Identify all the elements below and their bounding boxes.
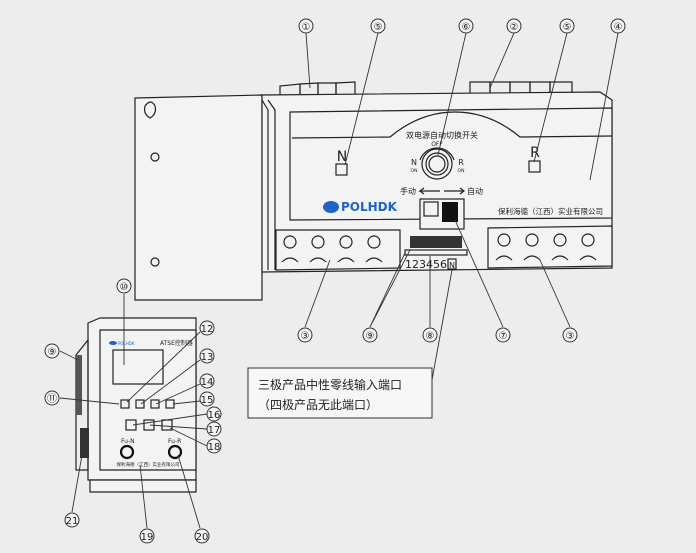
callout-3: ③	[297, 327, 313, 343]
mounting-hole	[143, 101, 157, 119]
note-box	[247, 367, 433, 419]
n-label: N	[337, 149, 347, 165]
svg-text:⑨: ⑨	[366, 331, 375, 342]
callouts: ① ⑤ ⑥ ② ⑤ ④ ③ ⑨ ⑧ ⑦ ③ ⑩ ⑨ ⑪ 12 13 14 15 …	[44, 18, 626, 544]
callout-18: 18	[206, 438, 222, 454]
svg-text:17: 17	[208, 425, 221, 436]
callout-4: ④	[610, 18, 626, 34]
button-13[interactable]	[135, 399, 145, 409]
callout-19: 19	[139, 528, 155, 544]
svg-text:④: ④	[614, 22, 623, 33]
controller-logo	[109, 341, 117, 345]
callout-11: ⑪	[44, 390, 60, 406]
callout-7: ⑦	[495, 327, 511, 343]
screw-hole	[150, 257, 160, 267]
polhdk-logo: POLHDK	[323, 200, 398, 214]
callout-5: ⑤	[370, 18, 386, 34]
svg-text:⑩: ⑩	[120, 282, 129, 293]
front-panel	[289, 107, 613, 221]
atse-switch: 双电源自动切换开关 N R OFF N ON R ON 手动 自动 POLHDK	[134, 81, 613, 301]
manual-label: 手动	[400, 186, 416, 196]
svg-text:⑤: ⑤	[374, 22, 383, 33]
callout-1: ①	[298, 18, 314, 34]
controller-front	[99, 329, 197, 471]
callout-12: 12	[199, 320, 215, 336]
terminal-block-left	[275, 229, 401, 271]
svg-text:21: 21	[66, 516, 79, 527]
callout-9: ⑨	[362, 327, 378, 343]
svg-text:13: 13	[201, 352, 214, 363]
selector-knob[interactable]	[419, 147, 455, 180]
svg-text:⑪: ⑪	[47, 393, 57, 405]
mounting-plate	[134, 94, 263, 301]
controller-connector-top	[76, 355, 82, 415]
auto-label: 自动	[467, 186, 483, 196]
signal-connector	[410, 236, 462, 248]
knob-n-on: ON	[411, 168, 418, 174]
callout-8: ⑧	[422, 327, 438, 343]
callout-2: ②	[506, 18, 522, 34]
controller-connector-bottom	[80, 428, 89, 458]
svg-text:⑧: ⑧	[426, 331, 435, 342]
controller-brand: POLHDK	[118, 341, 135, 346]
atse-controller: POLHDK ATSE控制器 Fu-N Fu-R 保利海德（江西）实业有限公司	[75, 317, 197, 493]
callout-9: ⑨	[44, 343, 60, 359]
knob-off-label: OFF	[431, 141, 443, 148]
knob-r-on: ON	[458, 168, 465, 174]
svg-text:15: 15	[201, 395, 214, 406]
callout-15: 15	[199, 391, 215, 407]
callout-6: ⑥	[458, 18, 474, 34]
terminal-n: N	[449, 261, 455, 270]
terminal-strip	[404, 249, 468, 256]
fuse-r-label: Fu-R	[168, 438, 181, 445]
arrow-right-icon	[444, 187, 465, 195]
svg-text:③: ③	[301, 331, 310, 342]
svg-text:②: ②	[510, 22, 519, 33]
callout-16: 16	[206, 406, 222, 422]
controller-title: ATSE控制器	[160, 339, 193, 347]
callout-10: ⑩	[116, 278, 132, 294]
callout-17: 17	[206, 421, 222, 437]
callout-20: 20	[194, 528, 210, 544]
company-name: 保利海德（江西）实业有限公司	[498, 206, 603, 216]
svg-text:⑥: ⑥	[462, 22, 471, 33]
svg-text:⑨: ⑨	[48, 347, 57, 358]
callout-3: ③	[562, 327, 578, 343]
svg-text:⑦: ⑦	[499, 331, 508, 342]
button-12[interactable]	[120, 399, 130, 409]
r-label: R	[530, 145, 540, 161]
fuse-n-label: Fu-N	[121, 438, 135, 445]
note-line1: 三极产品中性零线输入端口	[258, 377, 402, 392]
svg-text:⑤: ⑤	[563, 22, 572, 33]
arrow-left-icon	[418, 187, 440, 195]
fuse-r[interactable]	[167, 444, 183, 460]
note-line2: （四极产品无此端口）	[258, 398, 378, 412]
fuse-n[interactable]	[119, 444, 135, 460]
svg-text:12: 12	[201, 324, 214, 335]
callout-14: 14	[199, 373, 215, 389]
panel-title: 双电源自动切换开关	[406, 130, 478, 140]
knob-r-label: R	[458, 158, 464, 167]
svg-text:③: ③	[566, 331, 575, 342]
svg-text:20: 20	[196, 532, 209, 543]
svg-text:18: 18	[208, 442, 221, 453]
terminal-numbers: 123456	[405, 258, 447, 271]
callout-21: 21	[64, 512, 80, 528]
callout-5: ⑤	[559, 18, 575, 34]
button-14[interactable]	[150, 399, 160, 409]
controller-company: 保利海德（江西）实业有限公司	[117, 461, 180, 468]
callout-13: 13	[199, 348, 215, 364]
knob-n-label: N	[411, 158, 417, 167]
terminal-block-right	[487, 225, 613, 269]
svg-text:19: 19	[141, 532, 154, 543]
svg-text:14: 14	[201, 377, 214, 388]
screw-hole	[150, 152, 160, 162]
svg-text:①: ①	[302, 22, 311, 33]
n-indicator	[335, 163, 348, 176]
manual-auto-slider[interactable]	[419, 198, 465, 230]
svg-text:POLHDK: POLHDK	[341, 200, 398, 214]
svg-text:16: 16	[208, 410, 221, 421]
